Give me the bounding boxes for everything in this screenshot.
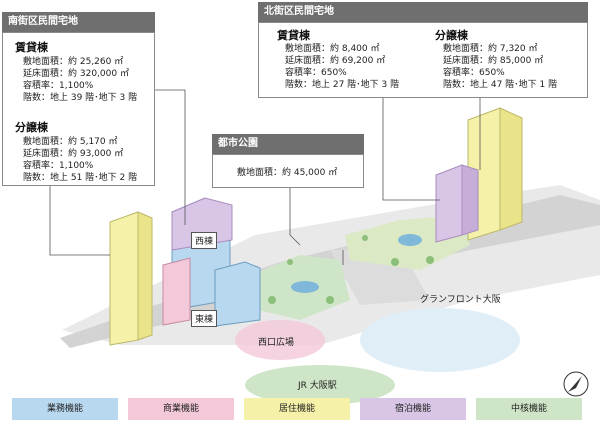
pond	[398, 234, 422, 246]
south-district-panel: 賃貸棟 敷地面積：約 25,260 ㎡ 延床面積：約 320,000 ㎡ 容積率…	[2, 32, 155, 186]
station-area-outline	[360, 308, 520, 372]
east-building-left	[162, 257, 191, 326]
south-rental-line: 容積率：1,100%	[23, 81, 94, 91]
north-rental-line: 階数：地上 27 階･地下 3 階	[285, 80, 400, 90]
west-building-label: 西棟	[191, 232, 218, 249]
south-condo-line: 敷地面積：約 5,170 ㎡	[23, 137, 118, 147]
east-building-label: 東棟	[191, 310, 218, 327]
legend-item: 宿泊機能	[360, 398, 466, 420]
legend-item: 中核機能	[476, 398, 582, 420]
south-condo-tower-side	[137, 211, 153, 341]
south-district-title: 南街区民間宅地	[2, 12, 155, 32]
north-arrow-icon	[563, 371, 589, 397]
south-rental-line: 階数：地上 39 階･地下 3 階	[23, 93, 138, 103]
north-condo-line: 延床面積：約 85,000 ㎡	[443, 56, 544, 66]
north-rental-heading: 賃貸棟	[277, 29, 310, 42]
legend-item: 業務機能	[12, 398, 118, 420]
north-district-panel: 賃貸棟 敷地面積：約 8,400 ㎡ 延床面積：約 69,200 ㎡ 容積率：6…	[258, 22, 588, 98]
north-rental-line: 敷地面積：約 8,400 ㎡	[285, 44, 380, 54]
south-rental-line: 延床面積：約 320,000 ㎡	[23, 69, 129, 79]
legend-item: 商業機能	[128, 398, 234, 420]
legend-item: 居住機能	[244, 398, 350, 420]
south-rental-heading: 賃貸棟	[15, 41, 48, 54]
grand-front-label: グランフロント大阪	[420, 295, 501, 305]
south-condo-line: 容積率：1,100%	[23, 161, 94, 171]
station-label: JR 大阪駅	[298, 381, 337, 391]
south-condo-tower	[109, 211, 139, 346]
north-district-title: 北街区民間宅地	[258, 2, 588, 22]
south-rental-line: 敷地面積：約 25,260 ㎡	[23, 57, 124, 67]
trees	[268, 235, 434, 304]
north-rental-line: 容積率：650%	[285, 68, 347, 78]
south-condo-line: 延床面積：約 93,000 ㎡	[23, 149, 124, 159]
park-area-line: 敷地面積：約 45,000 ㎡	[237, 168, 338, 178]
south-condo-line: 階数：地上 51 階･地下 2 階	[23, 173, 138, 183]
north-condo-line: 容積率：650%	[443, 68, 505, 78]
plaza-label: 西口広場	[258, 338, 295, 348]
south-condo-heading: 分譲棟	[15, 121, 48, 134]
north-condo-line: 階数：地上 47 階･地下 1 階	[443, 80, 558, 90]
station-area	[245, 365, 395, 405]
plaza-area	[235, 320, 325, 360]
pond	[291, 281, 319, 293]
north-condo-heading: 分譲棟	[435, 29, 468, 42]
north-condo-line: 敷地面積：約 7,320 ㎡	[443, 44, 538, 54]
north-rental-tower	[435, 164, 463, 243]
park-title: 都市公園	[212, 134, 364, 154]
north-rental-tower-side	[461, 164, 479, 236]
leader-lines	[49, 89, 481, 265]
park-panel: 敷地面積：約 45,000 ㎡	[212, 154, 364, 188]
east-building	[214, 261, 261, 327]
north-rental-line: 延床面積：約 69,200 ㎡	[285, 56, 386, 66]
north-condo-tower-side	[499, 107, 523, 231]
